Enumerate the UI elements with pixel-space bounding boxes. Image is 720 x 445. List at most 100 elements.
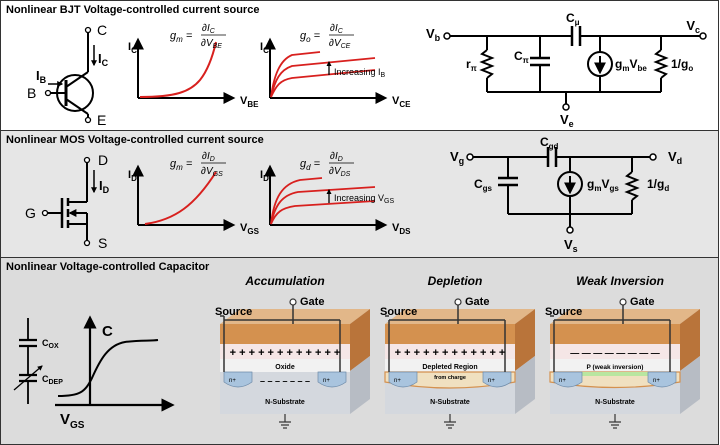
mos-gm-xlabel: VGS [240, 222, 260, 236]
bjt-gm-formula: gm = ∂IC ∂VBE [170, 23, 226, 50]
svg-text:gd =: gd = [300, 158, 321, 172]
depletion-source-label: Source [380, 306, 417, 318]
svg-text:gm =: gm = [170, 30, 193, 44]
bjt-rpi-label: rπ [466, 57, 477, 73]
weak-inversion-substrate-label: N-Substrate [595, 399, 635, 406]
svg-text:gm =: gm = [170, 158, 193, 172]
cox-label: COX [42, 338, 59, 350]
accumulation-oxide-label: Oxide [275, 364, 295, 371]
weak-inversion-nplus-left: n+ [559, 378, 566, 384]
mos-vg-label: Vg [450, 149, 464, 166]
bjt-gm-source-label: gmVbe [615, 57, 647, 73]
mos-panel-title: Nonlinear MOS Voltage-controlled current… [6, 134, 264, 146]
accumulation-title: Accumulation [244, 274, 324, 288]
mos-gd-annotation: Increasing VGS [334, 193, 394, 205]
series-capacitor-symbol [13, 318, 43, 404]
mos-drain-terminal [83, 156, 91, 164]
mos-panel [0, 130, 719, 258]
depletion-substrate-label: N-Substrate [430, 399, 470, 406]
bjt-small-signal-circuit [450, 26, 700, 104]
svg-text:∂VGS: ∂VGS [201, 166, 223, 178]
mos-g-label: G [25, 205, 36, 221]
weak-inversion-nplus-right: n+ [653, 378, 660, 384]
accumulation-nplus-left: n+ [229, 378, 236, 384]
mos-vs-label: Vs [564, 237, 578, 254]
bjt-gm-ylabel: IC [128, 41, 137, 55]
bjt-c-label: C [97, 22, 107, 38]
bjt-go-graph [264, 37, 388, 104]
mos-source-terminal [83, 239, 91, 247]
mos-s-label: S [98, 235, 107, 251]
bjt-emitter-terminal [84, 116, 92, 124]
bjt-ve-label: Ve [560, 112, 574, 129]
bjt-b-label: B [27, 85, 36, 101]
bjt-e-label: E [97, 112, 106, 128]
weak-inversion-diagram [549, 298, 700, 429]
bjt-go-annotation: Increasing IB [334, 67, 386, 79]
mos-vd-node [649, 153, 657, 161]
svg-text:∂VBE: ∂VBE [201, 38, 222, 50]
bjt-panel-title: Nonlinear BJT Voltage-controlled current… [6, 4, 259, 16]
svg-text:∂VDS: ∂VDS [329, 166, 351, 178]
bjt-vb-node [443, 32, 451, 40]
bjt-cpi-label: Cπ [514, 49, 529, 65]
mos-cgs-label: Cgs [474, 177, 493, 193]
accumulation-gate-charge: + + + + + + + + + + + + [230, 347, 341, 359]
bjt-go-ylabel: IC [260, 41, 269, 55]
accumulation-nplus-right: n+ [323, 378, 330, 384]
depletion-diagram [384, 298, 535, 429]
mos-id-label: ID [99, 178, 110, 195]
mos-cgd-label: Cgd [540, 135, 559, 151]
depletion-gate-label: Gate [465, 296, 489, 308]
depletion-title: Depletion [428, 274, 483, 288]
bjt-go-label: 1/go [671, 57, 693, 73]
cv-graph [55, 315, 175, 412]
depletion-gate-charge: + + + + + + + + + + + + [395, 347, 506, 359]
bjt-ve-node [562, 103, 570, 111]
bjt-go-formula: go = ∂IC ∂VCE [300, 23, 354, 50]
bjt-ib-label: IB [36, 68, 47, 85]
mos-gm-ylabel: ID [128, 169, 137, 183]
weak-inversion-title: Weak Inversion [576, 274, 664, 288]
accumulation-source-label: Source [215, 306, 252, 318]
bjt-gm-graph [132, 37, 236, 104]
mos-small-signal-circuit [472, 147, 650, 227]
mos-symbol [48, 163, 97, 240]
capacitor-panel-title: Nonlinear Voltage-controlled Capacitor [6, 261, 210, 273]
bjt-gm-xlabel: VBE [240, 95, 259, 109]
mos-gd-label: 1/gd [647, 177, 669, 193]
depletion-region-sublabel: from charge [434, 375, 466, 381]
depletion-nplus-left: n+ [394, 378, 401, 384]
bjt-cmu-label: Cμ [566, 11, 580, 27]
mos-gm-graph [132, 164, 236, 231]
mos-gd-formula: gd = ∂ID ∂VDS [300, 151, 354, 178]
mos-d-label: D [98, 152, 108, 168]
cdep-label: CDEP [42, 374, 63, 386]
svg-text:∂IC: ∂IC [202, 23, 216, 35]
bjt-ic-label: IC [98, 51, 109, 68]
accumulation-substrate-label: N-Substrate [265, 399, 305, 406]
cv-xlabel: VGS [60, 411, 85, 431]
svg-text:∂ID: ∂ID [330, 151, 343, 163]
mos-gd-ylabel: ID [260, 169, 269, 183]
mos-gm-source-label: gmVgs [587, 177, 619, 193]
depletion-nplus-right: n+ [488, 378, 495, 384]
accumulation-diagram [220, 298, 370, 429]
mos-gd-graph [264, 164, 388, 231]
weak-inversion-gate-label: Gate [630, 296, 654, 308]
mos-vd-label: Vd [668, 149, 682, 166]
mos-gm-formula: gm = ∂ID ∂VGS [170, 151, 226, 178]
depletion-region-label: Depleted Region [422, 364, 477, 371]
weak-inversion-source-label: Source [545, 306, 582, 318]
bjt-gm-curve [139, 41, 217, 98]
svg-text:∂ID: ∂ID [202, 151, 215, 163]
bjt-collector-terminal [84, 26, 92, 34]
bjt-vc-label: Vc [686, 18, 700, 35]
svg-text:go =: go = [300, 30, 321, 44]
weak-inversion-gate-charge: — — — — — — — — [570, 348, 660, 358]
mos-vs-node [566, 226, 574, 234]
svg-text:∂IC: ∂IC [330, 23, 344, 35]
weak-inversion-region-label: P (weak inversion) [587, 364, 644, 371]
